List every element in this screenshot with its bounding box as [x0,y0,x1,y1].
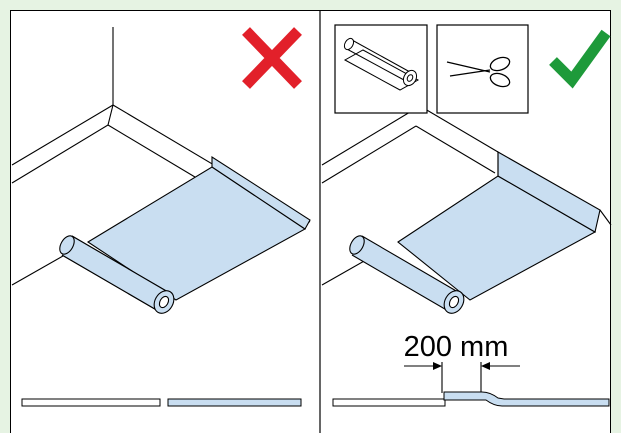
overlap-dimension [404,362,520,393]
membrane-roll-icon [334,24,428,114]
wall-skirting-top [11,104,114,166]
green-check-icon [549,29,611,89]
red-cross-icon [242,27,302,89]
scissors-icon [436,24,529,114]
left-cross-section [21,398,302,407]
left-membrane [59,155,311,314]
wall-skirting-bottom [11,124,109,184]
overlap-label: 200 mm [404,331,509,363]
right-cross-section [332,391,610,407]
floor-edge-left [11,251,71,286]
right-membrane [349,151,612,314]
